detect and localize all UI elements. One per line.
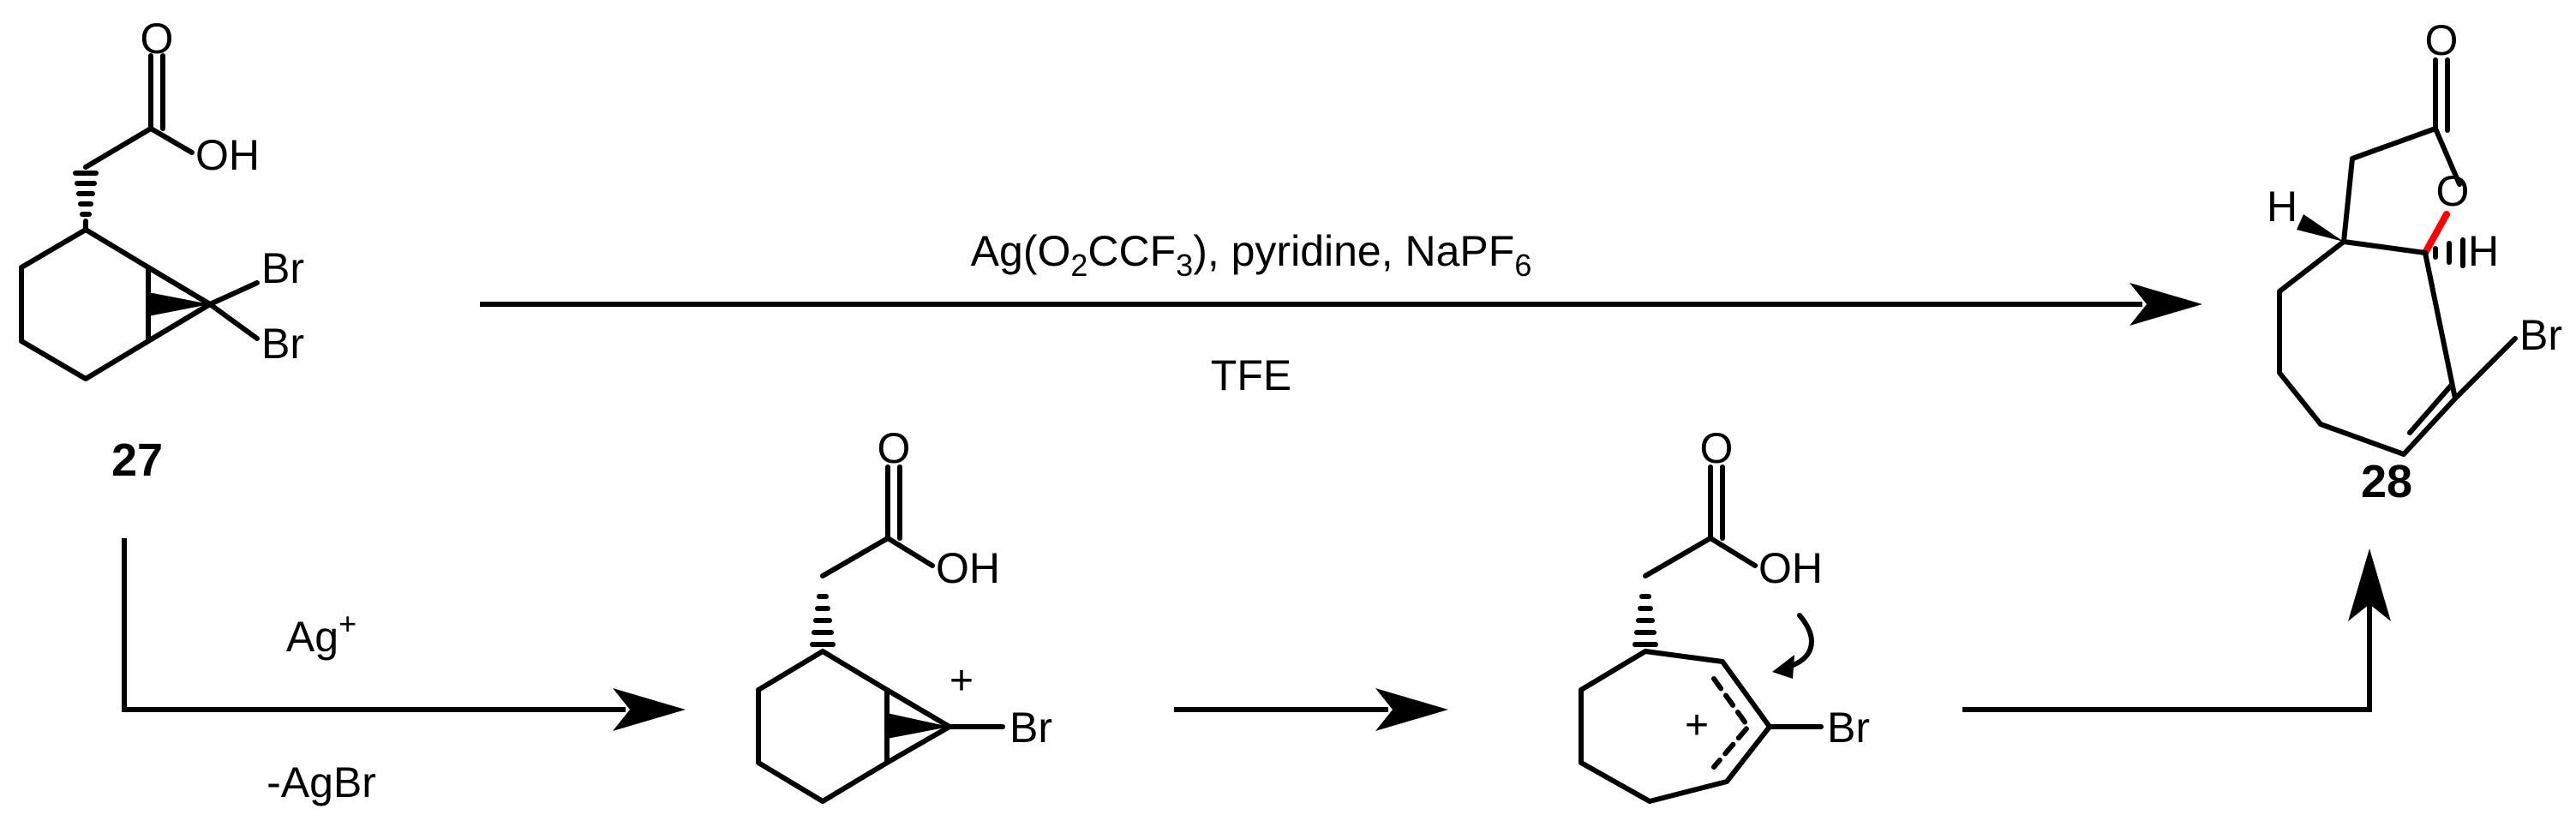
intermediate1-br: Br bbox=[1009, 704, 1052, 752]
hashed-wedge-bond bbox=[73, 171, 99, 232]
silver-byproduct: -AgBr bbox=[267, 758, 376, 806]
silver-reagent: Ag+ bbox=[286, 606, 356, 661]
intermediate1-oh: OH bbox=[936, 544, 1000, 592]
compound-28-structure bbox=[2277, 57, 2518, 457]
intermediate2-cation: + bbox=[1685, 703, 1709, 748]
hashed-wedge-bond bbox=[1632, 594, 1658, 647]
cyclization-arrow bbox=[1962, 548, 2391, 712]
main-solvent: TFE bbox=[1211, 351, 1291, 399]
hashed-wedge-bond bbox=[810, 594, 836, 647]
intermediate-allyl-cation bbox=[1579, 464, 1824, 804]
main-reaction-arrow bbox=[480, 283, 2202, 326]
ring-opening-arrow bbox=[1174, 688, 1448, 731]
hashed-wedge-h bbox=[2433, 237, 2465, 268]
compound-label-28: 28 bbox=[2361, 456, 2412, 507]
intermediate-cyclopropyl-cation bbox=[756, 464, 1005, 804]
compound-28-ring-o: O bbox=[2436, 167, 2470, 215]
compound-27-carbonyl-o: O bbox=[141, 15, 174, 63]
compound-28-br: Br bbox=[2519, 311, 2562, 359]
compound-28-h-left: H bbox=[2267, 183, 2297, 231]
compound-27-br-top: Br bbox=[261, 244, 304, 292]
intermediate1-carbonyl-o: O bbox=[878, 424, 911, 472]
new-c-o-bond bbox=[2422, 211, 2450, 256]
intermediate1-cation: + bbox=[950, 658, 973, 704]
compound-27-structure bbox=[19, 53, 260, 381]
compound-28-carbonyl-o: O bbox=[2425, 16, 2459, 64]
intermediate2-br: Br bbox=[1827, 704, 1870, 752]
intermediate2-carbonyl-o: O bbox=[1700, 424, 1734, 472]
compound-28-h-right: H bbox=[2468, 227, 2499, 275]
intermediate2-oh: OH bbox=[1758, 544, 1823, 592]
compound-27-br-bottom: Br bbox=[261, 320, 304, 368]
main-reagents: Ag(O2CCF3), pyridine, NaPF6 bbox=[971, 227, 1532, 283]
compound-label-27: 27 bbox=[111, 434, 163, 486]
compound-27-oh: OH bbox=[195, 131, 260, 179]
silver-step-arrow bbox=[122, 538, 686, 731]
